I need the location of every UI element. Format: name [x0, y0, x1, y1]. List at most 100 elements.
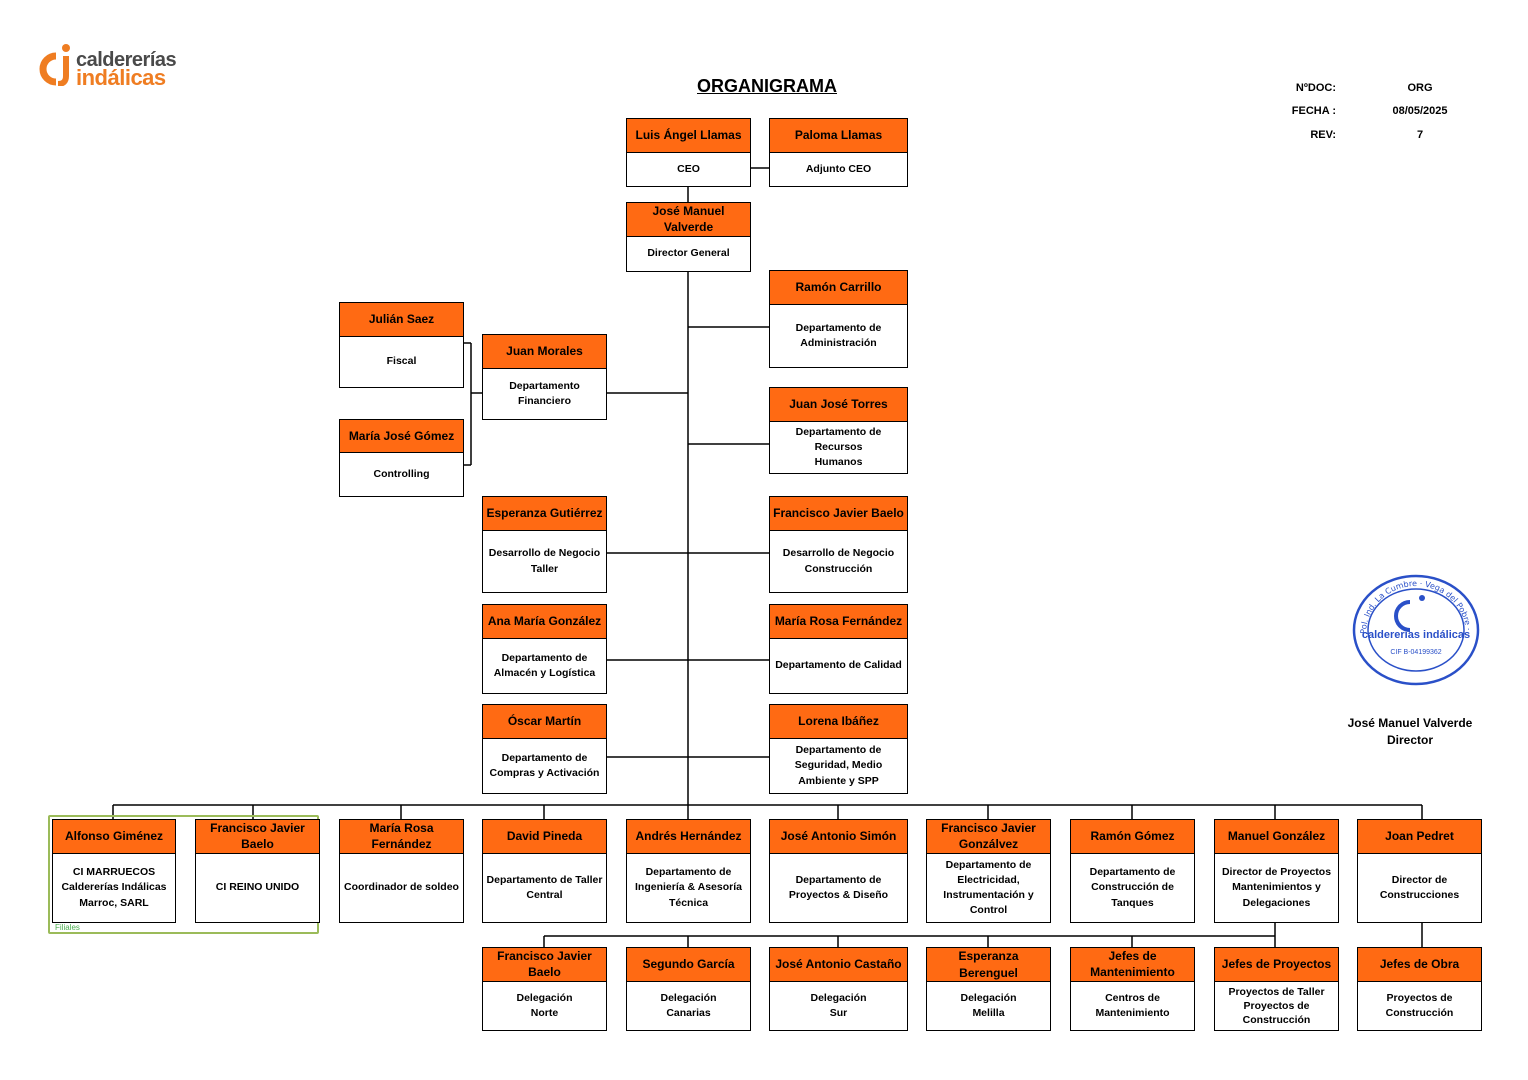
node-role: Departamento de Almacén y Logística	[493, 651, 596, 679]
node-role: CEO	[677, 162, 700, 175]
node-name: Esperanza Berenguel	[927, 948, 1050, 982]
node-role: Desarrollo de Negocio Construcción	[782, 547, 895, 575]
node-seguridad: Lorena Ibáñez Departamento de Seguridad,…	[769, 704, 908, 794]
company-logo: caldererías indálicas	[36, 42, 186, 90]
node-role: Director General	[647, 247, 730, 260]
node-name: Segundo García	[627, 948, 750, 982]
node-name: José Antonio Castaño	[770, 948, 907, 982]
svg-text:Pol. Ind. La Cumbre · Vega del: Pol. Ind. La Cumbre · Vega del Pobre · 0…	[1350, 572, 1473, 634]
node-dn-taller: Esperanza Gutiérrez Desarrollo de Negoci…	[482, 496, 607, 593]
node-role: Departamento de Calidad	[775, 659, 902, 672]
node-name: Jefes de Proyectos	[1215, 948, 1338, 982]
node-name: Ramón Gómez	[1071, 820, 1194, 854]
node-financiero: Juan Morales Departamento Financiero	[482, 334, 607, 420]
node-director-construcciones: Joan Pedret Director de Construcciones	[1357, 819, 1482, 923]
node-role: Fiscal	[386, 355, 417, 368]
node-role: Departamento de Administración	[795, 321, 882, 349]
date-label: FECHA :	[1291, 105, 1336, 117]
node-role: Departamento Financiero	[509, 379, 580, 407]
node-role: Departamento de Compras y Activación	[489, 751, 600, 779]
logo-icon	[39, 44, 70, 86]
revision-value: 7	[1416, 129, 1424, 141]
node-calidad: María Rosa Fernández Departamento de Cal…	[769, 604, 908, 694]
date-value: 08/05/2025	[1392, 105, 1448, 117]
node-delegacion-norte: Francisco Javier Baelo Delegación Norte	[482, 947, 607, 1031]
node-delegacion-sur: José Antonio Castaño Delegación Sur	[769, 947, 908, 1031]
node-compras: Óscar Martín Departamento de Compras y A…	[482, 704, 607, 794]
node-role: Proyectos de Construcción	[1385, 991, 1454, 1019]
node-soldeo: María Rosa Fernández Coordinador de sold…	[339, 819, 464, 923]
node-name: Andrés Hernández	[627, 820, 750, 854]
node-name: Juan Morales	[483, 335, 606, 369]
node-role: Centros de Mantenimiento	[1095, 991, 1170, 1019]
node-role: CI REINO UNIDO	[215, 881, 300, 894]
node-name: Ramón Carrillo	[770, 271, 907, 305]
node-rrhh: Juan José Torres Departamento de Recurso…	[769, 387, 908, 474]
node-name: Francisco Javier Baelo	[483, 948, 606, 982]
node-name: María Rosa Fernández	[340, 820, 463, 854]
node-role: Desarrollo de Negocio Taller	[488, 547, 601, 575]
node-name: Ana María González	[483, 605, 606, 639]
node-name: Alfonso Giménez	[53, 820, 175, 854]
svg-text:CIF B-04199362: CIF B-04199362	[1390, 649, 1441, 656]
node-name: Manuel González	[1215, 820, 1338, 854]
node-role: Departamento de Electricidad, Instrument…	[943, 858, 1034, 917]
node-name: José Manuel Valverde	[627, 203, 750, 237]
node-jefes-mantenimiento: Jefes de Mantenimiento Centros de Manten…	[1070, 947, 1195, 1031]
node-jefes-proyectos: Jefes de Proyectos Proyectos de Taller P…	[1214, 947, 1339, 1031]
node-role: Coordinador de soldeo	[344, 881, 459, 894]
node-role: Delegación Sur	[810, 991, 867, 1019]
node-role: Delegación Melilla	[960, 991, 1017, 1019]
node-role: Director de Proyectos Mantenimientos y D…	[1221, 866, 1332, 909]
node-dn-construccion: Francisco Javier Baelo Desarrollo de Neg…	[769, 496, 908, 593]
node-tanques: Ramón Gómez Departamento de Construcción…	[1070, 819, 1195, 923]
node-name: Jefes de Mantenimiento	[1071, 948, 1194, 982]
node-ci-reino-unido: Francisco Javier Baelo CI REINO UNIDO	[195, 819, 320, 923]
signer-title: Director	[1386, 733, 1433, 747]
logo-word-1: caldererías	[76, 49, 177, 71]
node-name: Francisco Javier Gonzálvez	[927, 820, 1050, 854]
doc-number-value: ORG	[1407, 82, 1433, 94]
node-name: Joan Pedret	[1358, 820, 1481, 854]
logo-word-2: indálicas	[76, 65, 166, 90]
node-fiscal: Julián Saez Fiscal	[339, 302, 464, 388]
node-role: CI MARRUECOS Caldererías Indálicas Marro…	[61, 866, 167, 909]
node-proyectos-diseno: José Antonio Simón Departamento de Proye…	[769, 819, 908, 923]
signer-name: José Manuel Valverde	[1347, 716, 1473, 730]
node-administracion: Ramón Carrillo Departamento de Administr…	[769, 270, 908, 368]
node-role: Adjunto CEO	[805, 162, 872, 175]
node-ingenieria: Andrés Hernández Departamento de Ingenie…	[626, 819, 751, 923]
node-role: Proyectos de Taller Proyectos de Constru…	[1228, 985, 1325, 1027]
node-name: María Rosa Fernández	[770, 605, 907, 639]
node-name: Paloma Llamas	[770, 119, 907, 153]
node-role: Delegación Norte	[516, 991, 573, 1019]
node-controlling: María José Gómez Controlling	[339, 419, 464, 497]
node-name: Lorena Ibáñez	[770, 705, 907, 739]
node-name: Julián Saez	[340, 303, 463, 337]
node-director-proyectos: Manuel González Director de Proyectos Ma…	[1214, 819, 1339, 923]
node-name: David Pineda	[483, 820, 606, 854]
node-name: Juan José Torres	[770, 388, 907, 422]
node-name: Francisco Javier Baelo	[770, 497, 907, 531]
node-electricidad: Francisco Javier Gonzálvez Departamento …	[926, 819, 1051, 923]
node-role: Departamento de Proyectos & Diseño	[788, 873, 889, 901]
node-director-general: José Manuel Valverde Director General	[626, 202, 751, 272]
node-name: Esperanza Gutiérrez	[483, 497, 606, 531]
page-title: ORGANIGRAMA	[697, 76, 837, 96]
node-role: Delegación Canarias	[660, 991, 717, 1019]
node-name: Francisco Javier Baelo	[196, 820, 319, 854]
svg-text:caldererías indálicas: caldererías indálicas	[1362, 629, 1470, 641]
node-role: Departamento de Taller Central	[486, 873, 603, 901]
node-delegacion-canarias: Segundo García Delegación Canarias	[626, 947, 751, 1031]
node-name: Luis Ángel Llamas	[627, 119, 750, 153]
node-ceo: Luis Ángel Llamas CEO	[626, 118, 751, 187]
doc-number-label: NºDOC:	[1295, 82, 1336, 94]
node-name: Óscar Martín	[483, 705, 606, 739]
node-role: Departamento de Recursos Humanos	[795, 425, 882, 469]
node-role: Departamento de Seguridad, Medio Ambient…	[794, 744, 883, 787]
node-name: José Antonio Simón	[770, 820, 907, 854]
node-ci-marruecos: Alfonso Giménez CI MARRUECOS Caldererías…	[52, 819, 176, 923]
node-jefes-obra: Jefes de Obra Proyectos de Construcción	[1357, 947, 1482, 1031]
node-almacen: Ana María González Departamento de Almac…	[482, 604, 607, 694]
